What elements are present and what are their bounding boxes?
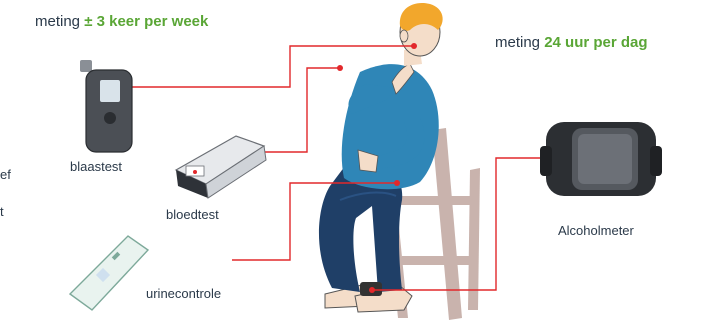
label-blood-test: bloedtest [166,207,219,222]
ankle-monitor-icon [540,122,662,196]
label-breath-test: blaastest [70,159,122,174]
cut-text-2: t [0,204,4,219]
seated-person-illustration [319,3,443,312]
label-urine-test: urinecontrole [146,286,221,301]
heading-daily-emphasis: 24 uur per dag [544,34,647,51]
heading-weekly-prefix: meting [35,13,80,30]
blood-test-device-icon [176,136,266,198]
heading-weekly-emphasis: ± 3 keer per week [84,13,208,30]
heading-weekly: meting ± 3 keer per week [35,13,208,30]
connector-blood [262,68,340,152]
urine-test-strip-icon [70,236,148,310]
heading-daily: meting 24 uur per dag [495,34,648,51]
cut-text-1: ef [0,167,11,182]
breathalyzer-icon [80,60,132,152]
label-alcohol-meter: Alcoholmeter [558,223,634,238]
heading-daily-prefix: meting [495,34,540,51]
